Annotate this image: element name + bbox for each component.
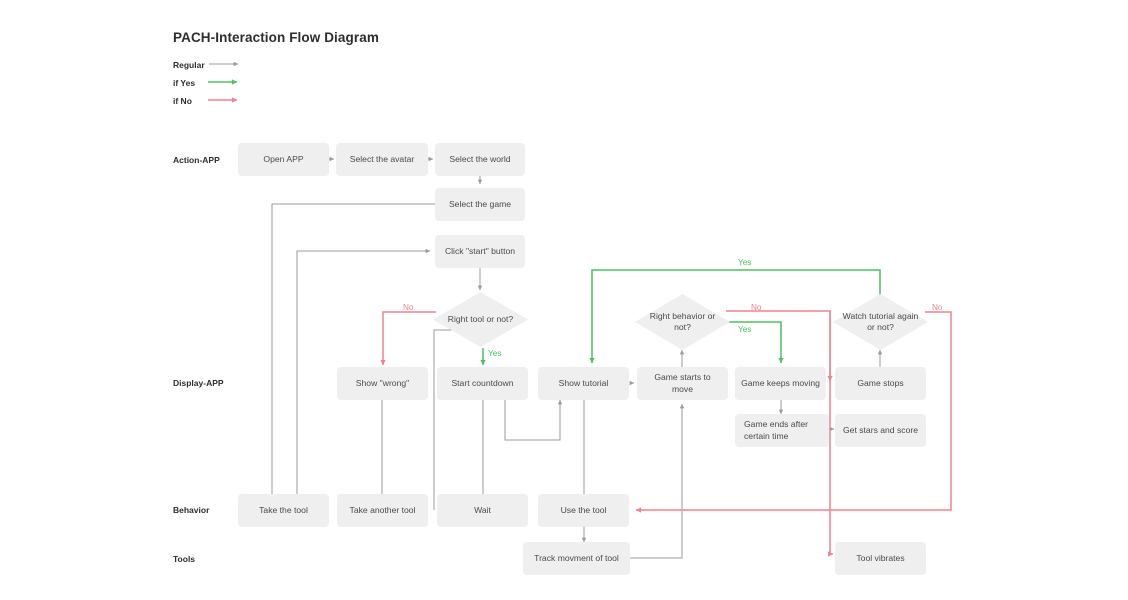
node-game-starts-to-move[interactable]: Game starts to move	[637, 367, 728, 400]
diamond-icon	[433, 292, 528, 347]
diamond-icon	[833, 294, 928, 350]
node-game-ends-after-certain-time[interactable]: Game ends after certain time	[735, 414, 829, 447]
node-select-avatar[interactable]: Select the avatar	[336, 143, 428, 176]
edge-label-yes-right-tool: Yes	[488, 349, 502, 358]
node-label: Watch tutorial again or not?	[842, 310, 919, 332]
node-wait[interactable]: Wait	[437, 494, 528, 527]
node-watch-tutorial-again-or-not[interactable]: Watch tutorial again or not?	[832, 293, 929, 351]
swimlane-label-display-app: Display-APP	[173, 378, 224, 388]
edge-label-no-right-tool: No	[403, 303, 414, 312]
page-title: PACH-Interaction Flow Diagram	[173, 30, 379, 45]
swimlane-label-behavior: Behavior	[173, 505, 210, 515]
edge-label-yes-right-behavior: Yes	[738, 325, 752, 334]
swimlane-label-tools: Tools	[173, 554, 196, 564]
node-right-tool-or-not[interactable]: Right tool or not?	[432, 291, 529, 348]
node-label: Right tool or not?	[447, 313, 514, 324]
node-show-tutorial[interactable]: Show tutorial	[538, 367, 629, 400]
node-show-wrong[interactable]: Show "wrong"	[337, 367, 428, 400]
edge-label-no-watch-tutorial: No	[932, 303, 943, 312]
node-tool-vibrates[interactable]: Tool vibrates	[835, 542, 926, 575]
legend-item-if-no: if No	[173, 96, 192, 106]
edge-label-yes-watch-tutorial: Yes	[738, 258, 752, 267]
edges-yes	[480, 269, 881, 366]
node-take-the-tool[interactable]: Take the tool	[238, 494, 329, 527]
diamond-icon	[635, 294, 730, 350]
edges-regular	[269, 156, 883, 559]
node-track-movement-of-tool[interactable]: Track movment of tool	[523, 542, 630, 575]
node-right-behavior-or-not[interactable]: Right behavior or not?	[634, 293, 731, 351]
node-game-keeps-moving[interactable]: Game keeps moving	[735, 367, 826, 400]
node-select-world[interactable]: Select the world	[435, 143, 525, 176]
node-open-app[interactable]: Open APP	[238, 143, 329, 176]
node-take-another-tool[interactable]: Take another tool	[337, 494, 428, 527]
legend-item-regular: Regular	[173, 60, 205, 70]
edges-no	[380, 310, 952, 557]
edge-label-no-right-behavior: No	[751, 303, 762, 312]
node-select-game[interactable]: Select the game	[435, 188, 525, 221]
legend-item-if-yes: if Yes	[173, 78, 196, 88]
node-get-stars-and-score[interactable]: Get stars and score	[835, 414, 926, 447]
swimlane-label-action-app: Action-APP	[173, 155, 220, 165]
node-label: Right behavior or not?	[649, 310, 716, 332]
legend-arrows	[208, 61, 239, 103]
node-start-countdown[interactable]: Start countdown	[437, 367, 528, 400]
node-click-start-button[interactable]: Click "start" button	[435, 235, 525, 268]
node-use-the-tool[interactable]: Use the tool	[538, 494, 629, 527]
node-game-stops[interactable]: Game stops	[835, 367, 926, 400]
